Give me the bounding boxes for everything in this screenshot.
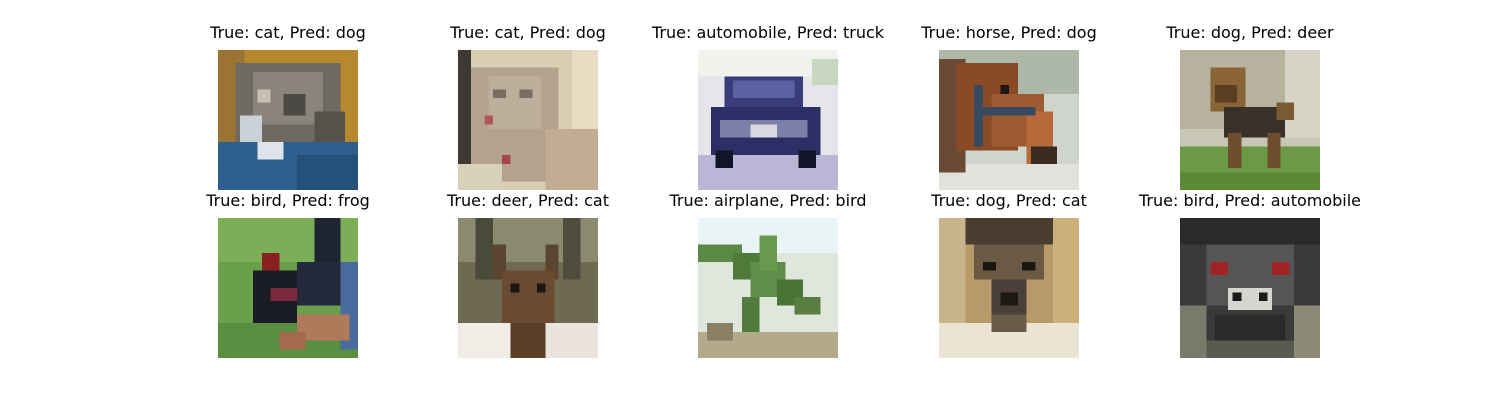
dog-image (1180, 50, 1320, 190)
cat-image (458, 50, 598, 190)
panel-10: True: bird, Pred: automobile (1130, 190, 1370, 360)
panel-title: True: dog, Pred: cat (931, 191, 1087, 210)
dog-image (939, 218, 1079, 358)
panel-title: True: dog, Pred: deer (1166, 23, 1334, 42)
panel-5: True: dog, Pred: deer (1130, 22, 1370, 192)
automobile-image (698, 50, 838, 190)
deer-image (458, 218, 598, 358)
cat-image (218, 50, 358, 190)
panel-6: True: bird, Pred: frog (168, 190, 408, 360)
panel-title: True: horse, Pred: dog (921, 23, 1097, 42)
panel-7: True: deer, Pred: cat (408, 190, 648, 360)
panel-title: True: bird, Pred: frog (206, 191, 370, 210)
panel-9: True: dog, Pred: cat (889, 190, 1129, 360)
panel-8: True: airplane, Pred: bird (648, 190, 888, 360)
bird-image (218, 218, 358, 358)
panel-title: True: airplane, Pred: bird (669, 191, 867, 210)
panel-title: True: automobile, Pred: truck (651, 23, 885, 42)
panel-4: True: horse, Pred: dog (889, 22, 1129, 192)
panel-2: True: cat, Pred: dog (408, 22, 648, 192)
panel-title: True: cat, Pred: dog (450, 23, 606, 42)
airplane-image (698, 218, 838, 358)
panel-title: True: cat, Pred: dog (210, 23, 366, 42)
panel-1: True: cat, Pred: dog (168, 22, 408, 192)
bird-image (1180, 218, 1320, 358)
panel-title: True: bird, Pred: automobile (1138, 191, 1362, 210)
horse-image (939, 50, 1079, 190)
panel-title: True: deer, Pred: cat (447, 191, 609, 210)
panel-3: True: automobile, Pred: truck (648, 22, 888, 192)
